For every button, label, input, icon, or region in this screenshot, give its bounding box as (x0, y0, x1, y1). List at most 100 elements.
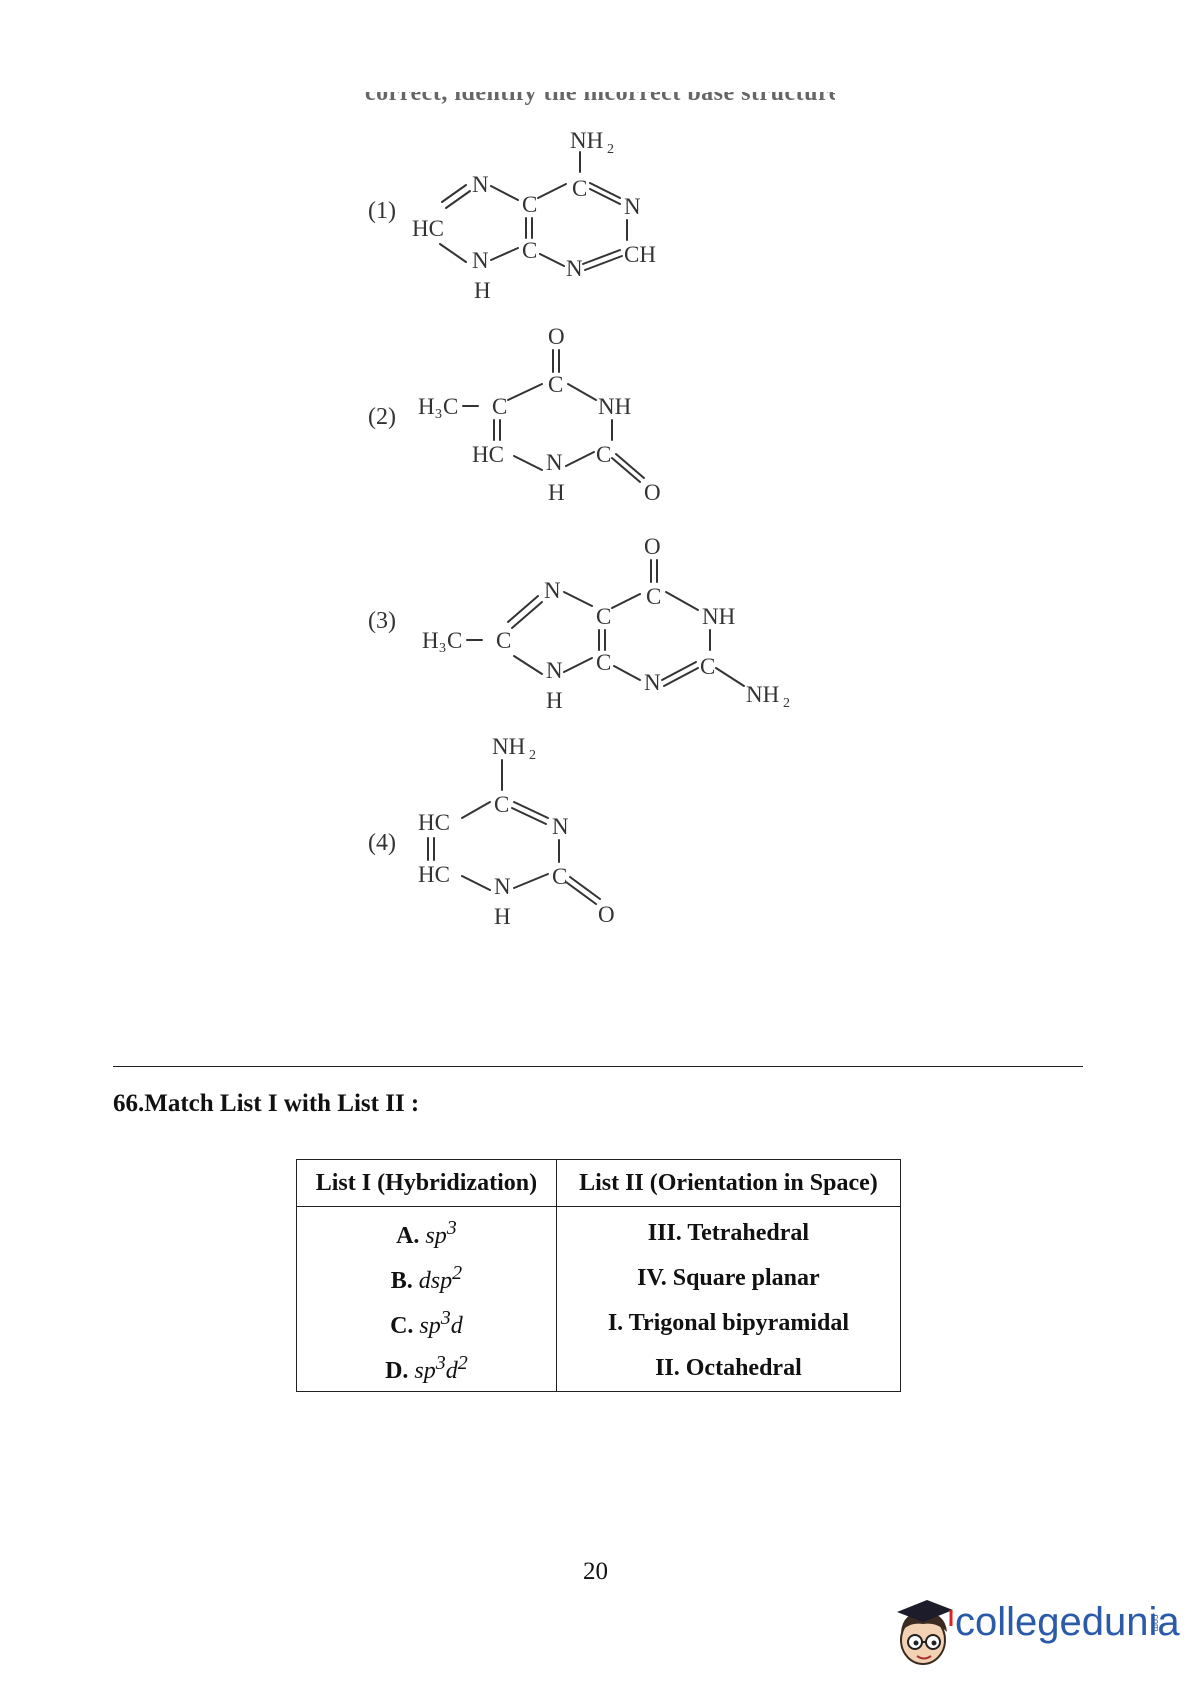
atom-h: H (546, 688, 563, 713)
formula-base: sp (425, 1223, 447, 1249)
atom-n: N (494, 874, 511, 899)
row-letter: A. (396, 1223, 420, 1249)
bond (507, 595, 539, 623)
bond (589, 182, 621, 199)
bond (569, 876, 601, 900)
atom-h3c-c: C (443, 394, 458, 419)
atom-nh2-sub: 2 (783, 696, 790, 711)
table-row: D. sp3d2 II. Octahedral (296, 1346, 902, 1392)
table-row: A. sp3 III. Tetrahedral (296, 1206, 902, 1256)
atom-o-top: O (644, 534, 661, 559)
atom-c-left: C (492, 394, 507, 419)
atom-c-c: C (700, 654, 715, 679)
brand-logo[interactable]: collegedunia .com (893, 1582, 1180, 1672)
question-title: 66.Match List I with List II : (113, 1090, 420, 1117)
atom-c-a: C (596, 604, 611, 629)
atom-h3c-sub: 3 (439, 641, 446, 656)
bond (461, 875, 491, 891)
bond (490, 185, 519, 201)
atom-h: H (494, 904, 511, 929)
bond (567, 383, 597, 401)
structure-option-4: (4) NH 2 C HC N HC N C H O (368, 734, 615, 929)
formula-base: sp (419, 1313, 441, 1339)
bond (490, 247, 519, 261)
atom-n-top: N (544, 578, 561, 603)
atom-n-right: N (624, 194, 641, 219)
table-row: C. sp3d I. Trigonal bipyramidal (296, 1301, 902, 1346)
formula: dsp2 (418, 1262, 462, 1294)
atom-c-top: C (494, 792, 509, 817)
mascot-logo-icon (897, 1600, 953, 1665)
atom-n-low: N (472, 248, 489, 273)
formula-sup: 3 (440, 1307, 451, 1329)
bond (611, 457, 641, 483)
atom-c-a: C (522, 192, 537, 217)
atom-h3c-sub: 3 (435, 407, 442, 422)
bond (539, 253, 565, 267)
formula-tail: d (445, 1358, 458, 1384)
bond (715, 667, 745, 687)
bond (507, 383, 543, 401)
atom-h3c: H (418, 394, 435, 419)
bond (461, 801, 491, 819)
atom-c-top: C (548, 372, 563, 397)
atom-c-top: C (646, 584, 661, 609)
orientation-cell: III. Tetrahedral (555, 1206, 902, 1256)
hybridization-cell: C. sp3d (296, 1301, 557, 1346)
atom-n-low: N (546, 658, 563, 683)
formula-tail: d (450, 1313, 463, 1339)
atom-c-b: C (596, 650, 611, 675)
formula-tail-sup: 2 (457, 1352, 468, 1374)
bond (584, 255, 623, 271)
atom-ch: CH (624, 242, 656, 267)
atom-c-bot: C (552, 864, 567, 889)
structure-option-3: (3) O C N C NH H 3 C C N C N C NH 2 H (368, 534, 790, 713)
atom-nh2-sub: 2 (607, 142, 614, 157)
atom-h3c-c: C (447, 628, 462, 653)
atom-nh: NH (702, 604, 735, 629)
hybridization-cell: D. sp3d2 (296, 1346, 557, 1392)
list1-header: List I (Hybridization) (296, 1159, 557, 1207)
bond (513, 655, 543, 675)
bond (563, 591, 593, 607)
atom-c-c: C (522, 238, 537, 263)
formula-sup: 3 (446, 1217, 457, 1239)
table-header-row: List I (Hybridization) List II (Orientat… (296, 1159, 902, 1207)
structures-svg: (1) NH 2 N C C N HC C CH N N H (2) O C H… (368, 128, 790, 929)
page-number: 20 (583, 1558, 608, 1585)
atom-nh2: NH (746, 682, 779, 707)
atom-nh2-sub: 2 (529, 748, 536, 763)
row-letter: B. (390, 1268, 413, 1294)
formula: sp3 (425, 1217, 456, 1249)
atom-o: O (598, 902, 615, 927)
cutoff-text: correct, identify the incorrect base str… (365, 92, 835, 106)
structure-option-1: (1) NH 2 N C C N HC C CH N N H (368, 128, 656, 303)
orientation-cell: I. Trigonal bipyramidal (555, 1301, 902, 1346)
atom-hc: HC (412, 216, 444, 241)
formula-base: dsp (418, 1268, 453, 1294)
bond (565, 451, 595, 467)
atom-n-bot: N (566, 256, 583, 281)
bond (565, 881, 597, 905)
brand-name: collegedunia (955, 1600, 1180, 1644)
cutoff-question-text: correct, identify the incorrect base str… (365, 92, 835, 110)
bond (445, 190, 471, 209)
row-letter: D. (385, 1358, 409, 1384)
bond (611, 593, 641, 609)
option-1-label: (1) (368, 198, 396, 224)
atom-nh2: NH (570, 128, 603, 153)
atom-c-b: C (572, 176, 587, 201)
bond (513, 801, 549, 819)
atom-hc: HC (472, 442, 504, 467)
structure-option-2: (2) O C H 3 C C NH HC N C H O (368, 324, 661, 505)
bond (663, 667, 699, 687)
list2-header: List II (Orientation in Space) (555, 1159, 902, 1207)
atom-n-right: N (552, 814, 569, 839)
bond (661, 661, 697, 681)
bond (439, 243, 467, 263)
brand-domain: .com (1151, 1612, 1161, 1632)
bond (513, 873, 549, 889)
base-structures: (1) NH 2 N C C N HC C CH N N H (2) O C H… (368, 128, 790, 929)
bond (511, 807, 547, 825)
formula-base: sp (414, 1358, 436, 1384)
